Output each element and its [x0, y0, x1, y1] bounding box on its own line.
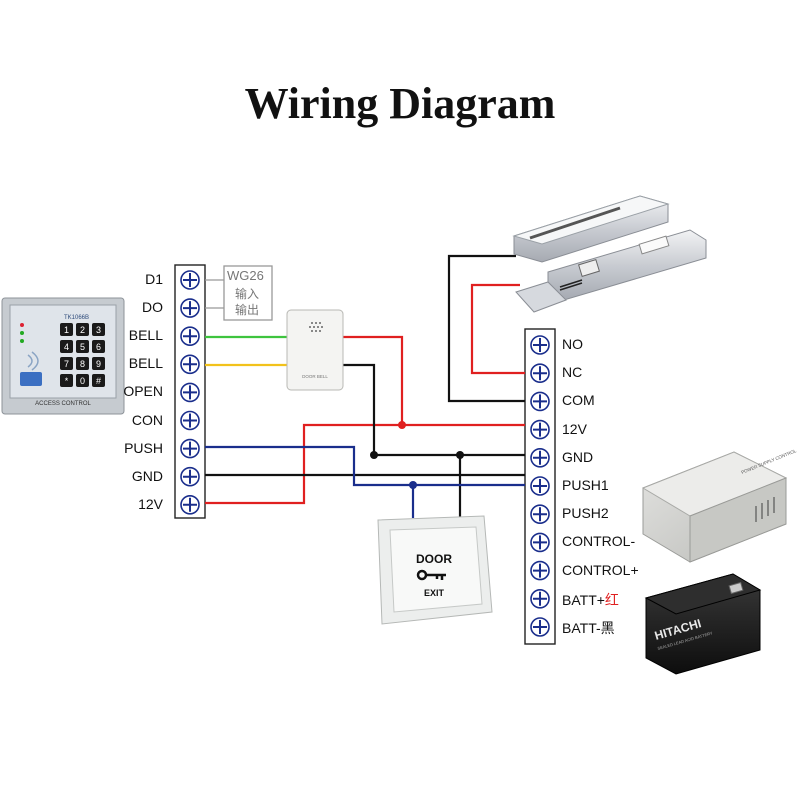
plus-icon [533, 507, 547, 522]
wire-bell-red [340, 335, 404, 425]
right-terminal-label: GND [562, 448, 594, 465]
right-terminal-label: CONTROL- [562, 533, 636, 550]
right-terminal-label: COM [562, 392, 595, 409]
keypad-key [60, 374, 73, 387]
right-terminal-label: 12V [562, 420, 587, 437]
right-terminal-label: PUSH1 [562, 477, 609, 493]
keypad-key-label: 1 [64, 325, 69, 335]
bell-label: DOOR BELL [302, 374, 328, 379]
exit-button-top: DOOR [416, 552, 452, 566]
keypad-key-label: 3 [96, 325, 101, 335]
left-terminal-label: OPEN [123, 383, 163, 400]
right-terminal-label: CONTROL+ [562, 561, 639, 578]
keypad-key [92, 323, 105, 336]
left-terminal-label: DO [142, 299, 163, 316]
right-terminal-label: NC [562, 364, 583, 381]
plus-icon [183, 357, 197, 372]
plus-icon [533, 422, 547, 437]
wires [205, 254, 525, 518]
keypad-model: TK1066B [64, 315, 89, 321]
right-terminal-label: BATT-黑 [562, 620, 615, 636]
plus-icon [183, 273, 197, 287]
keypad-key [92, 357, 105, 370]
diagram-title: Wiring Diagram [244, 79, 556, 128]
wire-bell-black [340, 363, 376, 455]
wire-lock-nc [470, 283, 525, 375]
plus-icon [533, 366, 547, 381]
keypad-key-label: 0 [80, 376, 85, 386]
left-terminal-label: D1 [145, 271, 163, 287]
keypad-key [76, 374, 89, 387]
keypad-key [60, 357, 73, 370]
keypad-key [60, 323, 73, 336]
plus-icon [183, 497, 197, 512]
keypad-key-label: # [96, 376, 101, 386]
left-screws [180, 270, 200, 515]
keypad-key-label: 2 [80, 325, 85, 335]
plus-icon [183, 413, 197, 428]
plus-icon [533, 563, 547, 578]
wire-lock-com [447, 254, 525, 403]
keypad-device: TK1066B 1 2 3 4 5 6 7 8 9 * 0 # ACCESS CONTROL [1, 297, 125, 415]
wiegand-bracket [205, 265, 273, 321]
right-terminal-label: NO [562, 336, 583, 352]
plus-icon [533, 620, 547, 634]
battery-device: HITACHI SEALED LEAD ACID BATTERY [644, 573, 762, 675]
wire-push-blue [205, 445, 525, 487]
key-icon [416, 569, 446, 581]
exit-button-device: DOOR EXIT [377, 515, 493, 625]
keypad-footer: ACCESS CONTROL [35, 401, 91, 407]
plus-icon [533, 338, 547, 352]
plus-icon [183, 469, 197, 484]
keypad-key [76, 357, 89, 370]
keypad-key [92, 340, 105, 353]
junction-gnd-bell [370, 451, 378, 459]
plus-icon [183, 385, 197, 400]
keypad-key [60, 340, 73, 353]
right-terminal-label: PUSH2 [562, 505, 609, 522]
junction-gnd-exit [456, 451, 464, 459]
left-terminal-label: 12V [138, 495, 163, 512]
keypad-key [76, 340, 89, 353]
keypad-keys: 1 2 3 4 5 6 7 8 9 * 0 # [60, 323, 105, 387]
magnetic-lock [512, 195, 707, 313]
plus-icon [183, 441, 197, 456]
exit-button-bottom: EXIT [424, 588, 445, 598]
plus-icon [533, 450, 547, 465]
door-bell: DOOR BELL [286, 309, 344, 391]
keypad-key [76, 323, 89, 336]
junction-push [409, 481, 417, 489]
keypad-key-label: 5 [80, 342, 85, 352]
wiegand-label: WG26 [227, 268, 264, 283]
keypad-key-label: * [65, 376, 69, 386]
keypad-key-label: 7 [64, 359, 69, 369]
left-terminal-label: GND [131, 467, 163, 484]
keypad-key [92, 374, 105, 387]
plus-icon [183, 301, 197, 316]
keypad-key-label: 8 [80, 359, 85, 369]
plus-icon [533, 394, 547, 409]
keypad-key-label: 9 [96, 359, 101, 369]
wiegand-output: 输出 [235, 303, 260, 317]
plus-icon [183, 329, 197, 344]
left-terminal-label: CON [131, 411, 163, 428]
left-terminal-label: BELL [128, 355, 163, 372]
wire-12v-controller [205, 423, 525, 505]
left-terminal-label: PUSH [124, 439, 163, 456]
wiegand-input: 输入 [235, 287, 260, 301]
right-screws [530, 335, 550, 637]
keypad-key-label: 6 [96, 342, 101, 352]
power-supply-device: POWER SUPPLY CONTROL [641, 448, 797, 563]
keypad-key-label: 4 [64, 342, 69, 352]
plus-icon [533, 591, 547, 606]
plus-icon [533, 535, 547, 550]
left-terminal-label: BELL [128, 327, 163, 344]
plus-icon [533, 479, 547, 493]
junction-12v [398, 421, 406, 429]
right-terminal-label: BATT+红 [562, 591, 619, 608]
